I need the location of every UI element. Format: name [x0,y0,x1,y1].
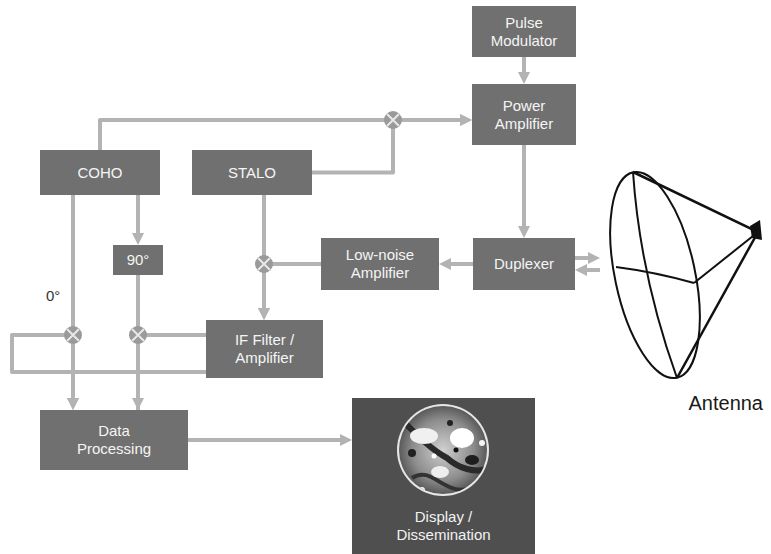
radar-image [352,398,535,502]
node-label: Pulse Modulator [478,14,570,50]
node-label: Display / Dissemination [379,508,509,544]
node-label: Duplexer [494,255,554,273]
node-label: 90° [127,251,150,269]
signal-connector [188,438,346,442]
phase-label: 0° [46,287,60,305]
process-box: Data Processing [40,410,188,470]
process-box: Pulse Modulator [472,6,576,57]
node-label: Low-noise Amplifier [327,246,433,282]
node-label: IF Filter / Amplifier [212,331,317,367]
process-box: Low-noise Amplifier [321,238,439,290]
oscillator-box: STALO [192,150,312,195]
signal-connector [12,335,206,410]
node-label: COHO [78,164,123,182]
node-label: STALO [228,164,276,182]
node-label: Power Amplifier [478,97,570,133]
mixer-symbol [255,255,273,273]
antenna: Antenna [600,160,765,415]
node-label: Antenna [688,391,763,415]
oscillator-box: COHO [40,150,160,195]
signal-connector [100,120,466,150]
signal-connector [581,268,600,272]
signal-connector [575,256,594,260]
signal-connector [445,262,473,266]
signal-connector [522,57,526,78]
display-panel: Display / Dissemination [352,398,535,554]
process-box: Duplexer [473,238,575,290]
signal-connector [264,264,321,314]
mixer-symbol [384,111,402,129]
signal-connector [262,195,266,314]
process-box: Power Amplifier [472,84,576,145]
process-box: IF Filter / Amplifier [206,320,323,378]
mixer-symbol [129,326,147,344]
mixer-symbol [64,326,82,344]
phase-shift-box: 90° [113,245,163,275]
signal-connector [522,145,526,232]
node-label: Data Processing [67,422,162,458]
antenna-dish [600,160,765,415]
signal-connector [136,195,140,239]
phase-label-text: 0° [46,287,60,304]
